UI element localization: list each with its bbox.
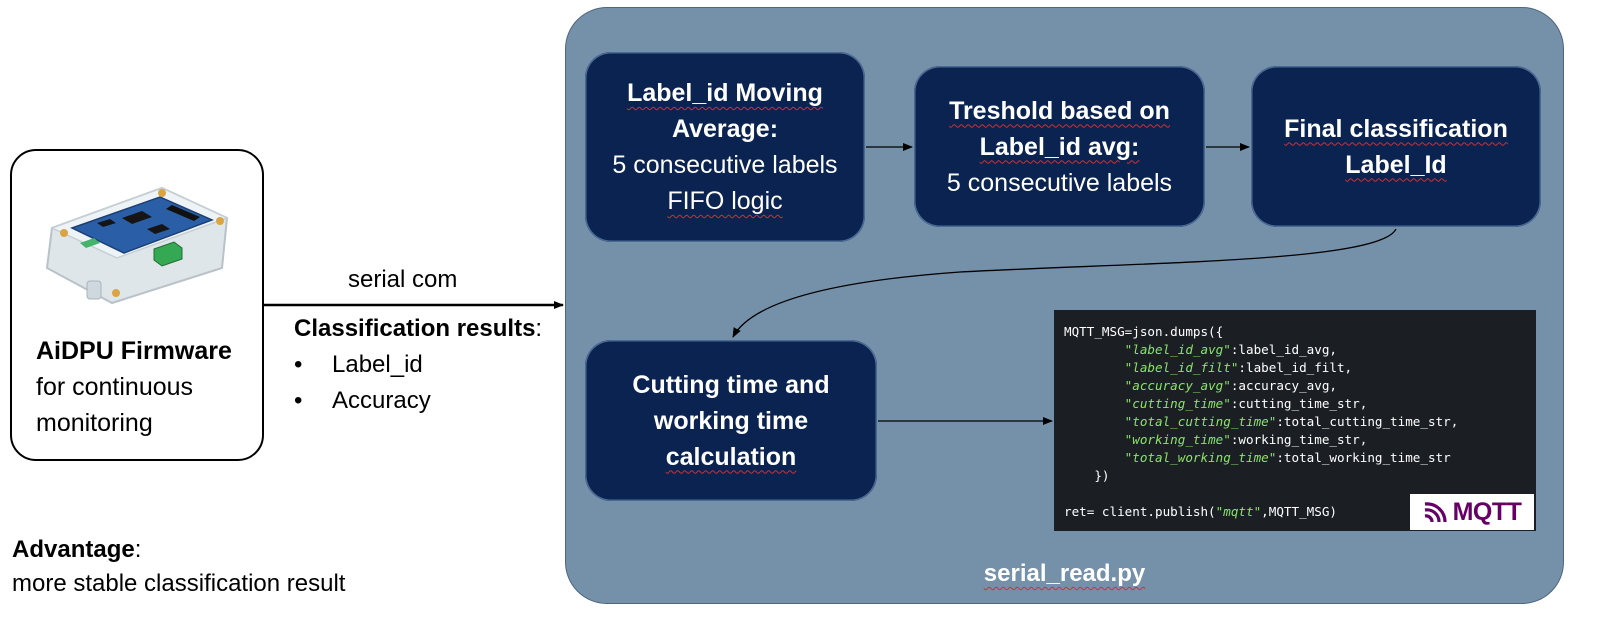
device-card: AiDPU Firmware for continuous monitoring [10,149,264,461]
result-bullet-label-id: •Label_id [294,351,423,378]
threshold-line3: 5 consecutive labels [946,168,1173,197]
panel-title: serial_read.py [565,560,1564,588]
final-title-line1: Final classification [1284,114,1508,143]
cutting-title-line3: calculation [665,442,797,471]
code-line-close: }) [1064,468,1110,483]
advantage-heading: Advantage [12,536,135,563]
moving-line3: 5 consecutive labels [612,151,838,179]
mqtt-waves-icon [1424,502,1447,523]
advantage-colon: : [134,536,142,563]
moving-title-line1: Label_id Moving [627,79,823,107]
code-line-publish: ret= client.publish("mqtt",MQTT_MSG) [1064,504,1337,519]
code-line-entry: "accuracy_avg":accuracy_avg, [1124,378,1337,393]
classification-results-heading: Classification results [294,315,536,342]
code-line-entry: "label_id_filt":label_id_filt, [1124,360,1353,375]
device-subtitle-line2: monitoring [36,409,153,437]
moving-line4: FIFO logic [667,187,783,215]
device-board-image [45,186,229,305]
panel-title-text: serial_read.py [983,560,1146,587]
result-bullet-text: Accuracy [332,387,431,414]
code-line-entry: "total_working_time":total_working_time_… [1124,450,1451,465]
code-line-entry: "label_id_avg":label_id_avg, [1124,342,1337,357]
code-line-open: MQTT_MSG=json.dumps({ [1064,324,1224,339]
cutting-time-box: Cutting time and working time calculatio… [585,340,877,501]
cutting-title-line1: Cutting time and [632,370,830,399]
mqtt-logo: MQTT [1410,494,1534,530]
classification-results-colon: : [535,315,543,342]
mqtt-logo-text: MQTT [1452,497,1522,526]
device-title: AiDPU Firmware [36,337,232,365]
moving-average-box: Label_id Moving Average: 5 consecutive l… [585,52,865,242]
device-subtitle-line1: for continuous [36,373,194,401]
threshold-title-line1: Treshold based on [949,96,1170,125]
cutting-title-line2: working time [653,406,809,435]
threshold-box: Treshold based on Label_id avg: 5 consec… [914,66,1205,227]
code-line-entry: "working_time":working_time_str, [1124,432,1368,447]
final-classification-box: Final classification Label_Id [1251,66,1541,227]
advantage-text: more stable classification result [12,570,346,597]
arrow-final-to-cutting [732,228,1397,338]
result-bullet-accuracy: •Accuracy [294,387,431,414]
serial-com-label: serial com [348,266,458,293]
code-line-entry: "cutting_time":cutting_time_str, [1124,396,1368,411]
advantage-title: Advantage: [12,536,141,564]
classification-results-title: Classification results: [294,315,542,343]
threshold-title-line2: Label_id avg: [979,132,1140,161]
moving-title-line2: Average: [671,115,779,143]
result-bullet-text: Label_id [332,351,423,378]
final-title-line2: Label_Id [1345,150,1447,179]
code-line-entry: "total_cutting_time":total_cutting_time_… [1124,414,1459,429]
